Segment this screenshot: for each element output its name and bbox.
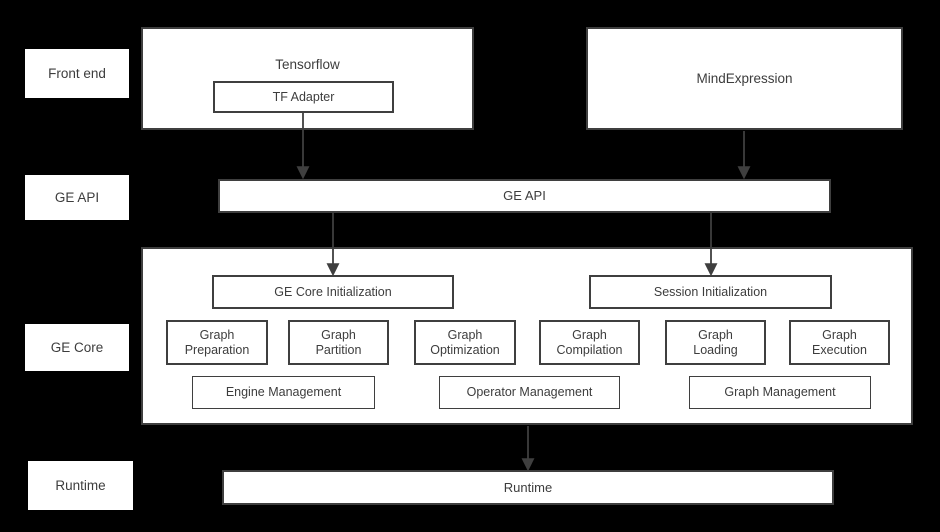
module-graph-compilation-label: Graph Compilation — [556, 327, 623, 357]
manager-operator-management: Operator Management — [439, 376, 620, 409]
module-graph-execution-label: Graph Execution — [812, 327, 867, 357]
module-graph-optimization: Graph Optimization — [414, 320, 516, 365]
layer-label-ge-core: GE Core — [25, 324, 129, 371]
ge-api-bar: GE API — [218, 179, 831, 213]
layer-label-front-end: Front end — [25, 49, 129, 98]
module-graph-optimization-label: Graph Optimization — [430, 327, 500, 357]
layer-label-runtime: Runtime — [28, 461, 133, 510]
module-graph-preparation: Graph Preparation — [166, 320, 268, 365]
module-graph-partition: Graph Partition — [288, 320, 389, 365]
mindexpression-container: MindExpression — [586, 27, 903, 130]
module-graph-execution: Graph Execution — [789, 320, 890, 365]
module-graph-compilation: Graph Compilation — [539, 320, 640, 365]
manager-graph-management-label: Graph Management — [724, 385, 836, 400]
ge-api-bar-label: GE API — [503, 188, 546, 204]
module-graph-loading: Graph Loading — [665, 320, 766, 365]
layer-label-ge-api-text: GE API — [54, 189, 100, 205]
layer-label-front-end-text: Front end — [48, 65, 106, 81]
mindexpression-title: MindExpression — [696, 70, 793, 86]
layer-label-ge-core-text: GE Core — [50, 339, 104, 355]
tensorflow-container: Tensorflow — [141, 27, 474, 130]
module-graph-loading-label: Graph Loading — [693, 327, 738, 357]
module-graph-partition-label: Graph Partition — [315, 327, 362, 357]
session-initialization-label: Session Initialization — [653, 284, 768, 299]
manager-operator-management-label: Operator Management — [466, 385, 593, 400]
layer-label-runtime-text: Runtime — [55, 477, 106, 493]
ge-core-initialization-label: GE Core Initialization — [274, 284, 392, 299]
layer-label-ge-api: GE API — [25, 175, 129, 220]
runtime-bar: Runtime — [222, 470, 834, 505]
manager-graph-management: Graph Management — [689, 376, 871, 409]
tf-adapter-label: TF Adapter — [272, 89, 335, 104]
session-initialization-box: Session Initialization — [589, 275, 832, 309]
tensorflow-title: Tensorflow — [275, 57, 340, 72]
module-graph-preparation-label: Graph Preparation — [184, 327, 250, 357]
tf-adapter-box: TF Adapter — [213, 81, 394, 113]
ge-core-initialization-box: GE Core Initialization — [212, 275, 454, 309]
runtime-bar-label: Runtime — [503, 479, 553, 495]
manager-engine-management-label: Engine Management — [225, 385, 342, 400]
manager-engine-management: Engine Management — [192, 376, 375, 409]
